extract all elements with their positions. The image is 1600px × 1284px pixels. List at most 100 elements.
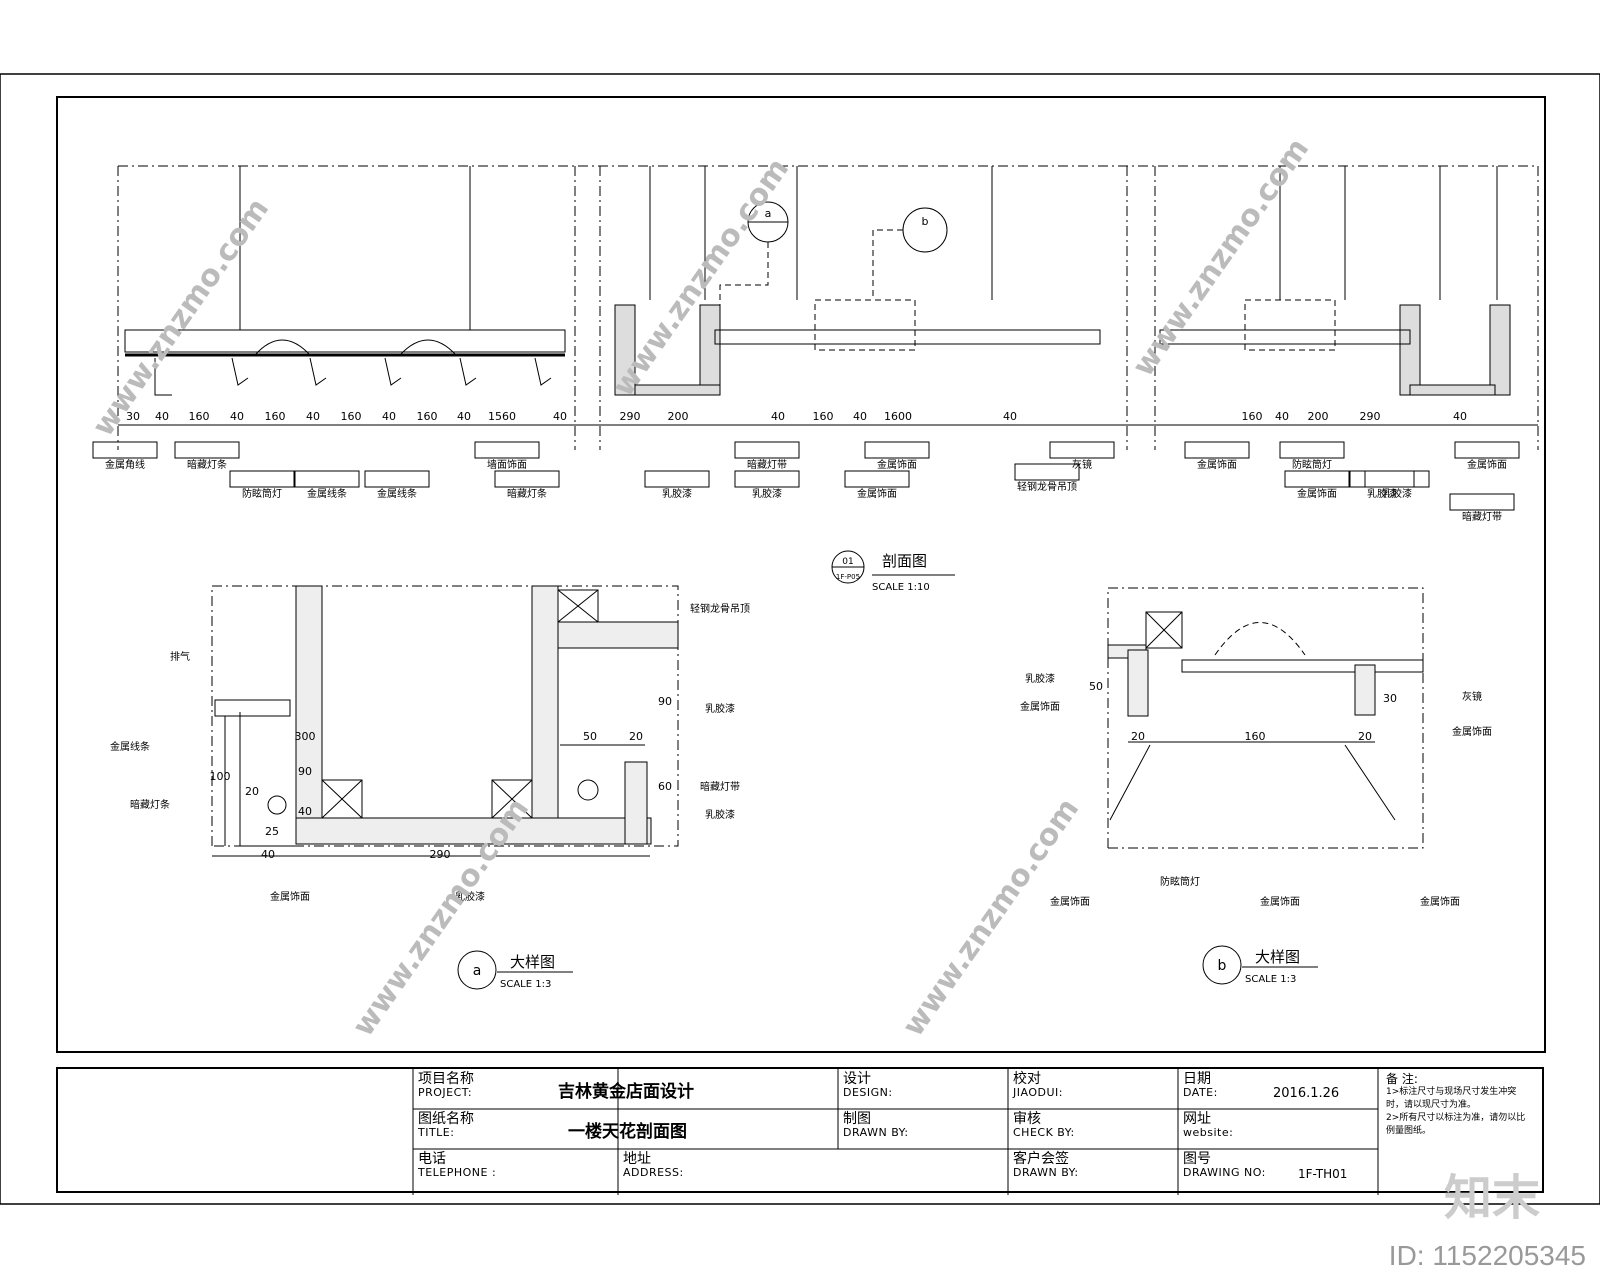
label-tag-box (864, 441, 930, 459)
label-tag-box (1284, 470, 1350, 488)
detail-a-dimension: 40 (298, 805, 312, 818)
detail-a-drawing (211, 585, 679, 857)
main-dimension-label: 40 (1003, 410, 1017, 423)
main-material-labels: 金属角线暗藏灯条防眩筒灯金属线条金属线条暗藏灯条墙面饰面暗藏灯带乳胶漆乳胶漆金属… (92, 441, 1520, 523)
project-value: 吉林黄金店面设计 (558, 1082, 694, 1102)
main-dimension-label: 160 (265, 410, 286, 423)
main-material-label: 防眩筒灯 (242, 487, 282, 500)
label-tag-box (474, 441, 540, 459)
section-label (831, 550, 955, 584)
label-tag-box (494, 470, 560, 488)
label-tag-box (174, 441, 240, 459)
main-dimension-label: 1560 (488, 410, 516, 423)
label-tag-box (1364, 470, 1430, 488)
label-tag-box (644, 470, 710, 488)
main-material-label: 灰镜 (1072, 458, 1092, 471)
detail-b-tag: b (1218, 958, 1227, 974)
label-tag-box (229, 470, 295, 488)
main-material-label: 乳胶漆 (662, 487, 692, 500)
main-dimension-label: 290 (1360, 410, 1381, 423)
label-tag-box (734, 441, 800, 459)
main-dimension-label: 30 (126, 410, 140, 423)
callout-a-tag: a (765, 207, 772, 220)
detail-a-label: 乳胶漆 (705, 702, 735, 715)
detail-b-label: 灰镜 (1462, 690, 1482, 703)
main-dimension-label: 40 (155, 410, 169, 423)
main-material-label: 暗藏灯带 (1462, 510, 1502, 523)
detail-b-drawing (1107, 587, 1424, 849)
detail-a-tag: a (473, 963, 482, 979)
main-material-label: 金属线条 (377, 487, 417, 500)
detail-b-dimension: 50 (1089, 680, 1103, 693)
label-tag-box (294, 470, 360, 488)
main-material-label: 乳胶漆 (1367, 487, 1397, 500)
drawing-border (56, 96, 1546, 1053)
label-tag-box (1449, 493, 1515, 511)
detail-a-label: 暗藏灯带 (700, 780, 740, 793)
label-tag-box (92, 441, 158, 459)
detail-a-material-labels: 轻钢龙骨吊顶排气金属线条暗藏灯条乳胶漆暗藏灯带乳胶漆金属饰面乳胶漆 (110, 602, 750, 903)
detail-b-heading: 大样图 (1255, 948, 1300, 966)
detail-b-label: 防眩筒灯 (1160, 875, 1200, 888)
main-material-label: 轻钢龙骨吊顶 (1017, 480, 1077, 493)
outer-border (0, 73, 1600, 1205)
detail-b-title (1202, 945, 1318, 985)
notes-box: 备 注: 1>标注尺寸与现场尺寸发生冲突时，请以现尺寸为准。 2>所有尺寸以标注… (1380, 1069, 1540, 1191)
detail-b-label: 金属饰面 (1452, 725, 1492, 738)
main-dimension-label: 160 (1242, 410, 1263, 423)
detail-a-scale: SCALE 1:3 (500, 979, 551, 990)
detail-b-label: 金属饰面 (1020, 700, 1060, 713)
detail-a-label: 金属饰面 (270, 890, 310, 903)
main-material-label: 暗藏灯条 (187, 458, 227, 471)
main-dimension-labels: 30 40 160 40 160 40 160 40 160 40 1560 40 290 200 40 16… (126, 410, 1467, 423)
label-tag-box (1014, 463, 1080, 481)
main-dimension-label: 40 (853, 410, 867, 423)
detail-a-dimension: 100 (210, 770, 231, 783)
main-dimension-label: 40 (457, 410, 471, 423)
logo-mark: 知末 (1443, 1170, 1540, 1226)
main-material-label: 金属角线 (105, 458, 145, 471)
main-dimension-label: 160 (189, 410, 210, 423)
main-dimension-label: 40 (1453, 410, 1467, 423)
label-tag-box (1279, 441, 1345, 459)
main-dimension-label: 160 (813, 410, 834, 423)
main-material-label: 金属线条 (307, 487, 347, 500)
main-dimension-label: 200 (668, 410, 689, 423)
detail-b-dimension: 30 (1383, 692, 1397, 705)
main-dimension-label: 1600 (884, 410, 912, 423)
detail-a-dimension: 20 (629, 730, 643, 743)
detail-a-dimension: 50 (583, 730, 597, 743)
drawing-title-value: 一楼天花剖面图 (568, 1122, 687, 1142)
label-tag-box (844, 470, 910, 488)
detail-a-label: 乳胶漆 (705, 808, 735, 821)
main-material-label: 乳胶漆 (1382, 487, 1412, 500)
detail-a-label: 乳胶漆 (455, 890, 485, 903)
section-title: 剖面图 (882, 552, 927, 570)
date-value: 2016.1.26 (1273, 1086, 1340, 1101)
main-material-label: 金属饰面 (1467, 458, 1507, 471)
drawing-number-value: 1F-TH01 (1298, 1167, 1348, 1181)
main-material-label: 墙面饰面 (487, 458, 527, 471)
main-material-label: 暗藏灯带 (747, 458, 787, 471)
label-tag-box (734, 470, 800, 488)
section-scale: SCALE 1:10 (872, 582, 930, 593)
main-dimension-label: 40 (553, 410, 567, 423)
detail-a-dimension: 20 (245, 785, 259, 798)
main-material-label: 金属饰面 (1297, 487, 1337, 500)
main-dimension-label: 40 (382, 410, 396, 423)
detail-a-dimension: 90 (658, 695, 672, 708)
detail-a-title (457, 950, 573, 990)
label-tag-box (1184, 441, 1250, 459)
section-number: 01 (842, 557, 853, 567)
